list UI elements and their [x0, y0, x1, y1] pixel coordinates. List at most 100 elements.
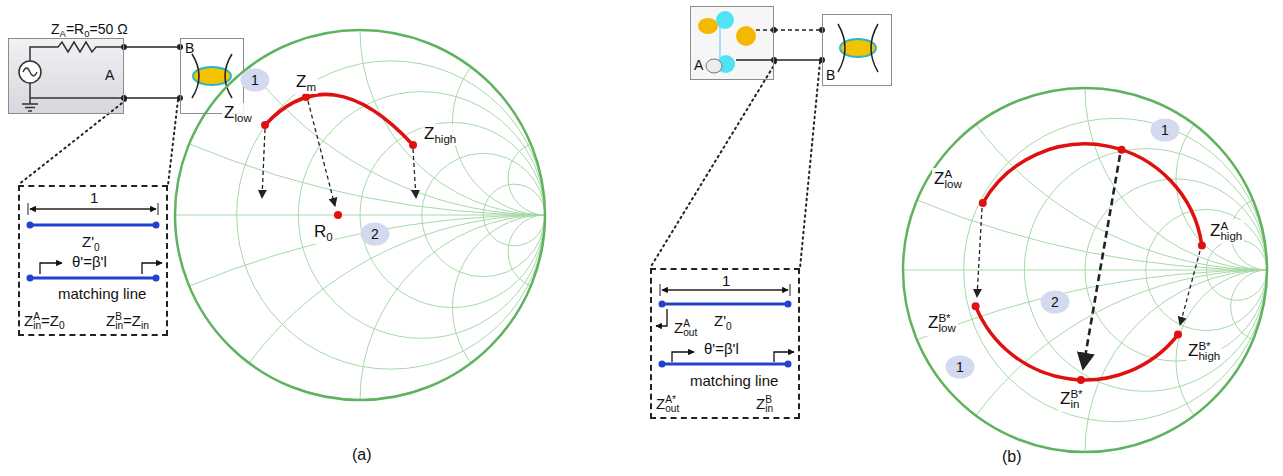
text-run: A	[60, 28, 66, 39]
text-run: Z	[934, 169, 944, 188]
source-circuit	[8, 38, 124, 114]
text-run: in	[141, 320, 149, 331]
text-run: B*	[938, 312, 950, 324]
source-illustration	[690, 6, 774, 80]
load-illustration	[822, 14, 892, 86]
text-run: out	[683, 327, 697, 338]
line-sketch-a	[27, 222, 34, 229]
terminal-dot	[771, 27, 777, 33]
load-illustration	[192, 54, 232, 98]
node-text: ZA*out	[656, 394, 679, 415]
wire	[771, 57, 825, 63]
smith-chart	[1176, 88, 1283, 270]
line-sketch-b	[785, 361, 792, 368]
source-box: ZA=R0=50 ΩA	[8, 38, 124, 114]
smith-chart	[357, 0, 1283, 270]
line-sketch-b	[662, 363, 788, 366]
text-run: Z	[928, 313, 938, 332]
impedance-locus-a	[413, 149, 416, 198]
text-run: Z	[674, 319, 683, 336]
line-sketch-a	[27, 203, 163, 282]
marker-ellipse	[1151, 119, 1180, 142]
impedance-locus-a	[262, 129, 265, 198]
smith-chart	[1085, 0, 1283, 270]
line-sketch-b	[774, 352, 794, 362]
wire	[121, 44, 183, 50]
line-sketch-a	[40, 263, 62, 274]
wire	[121, 95, 183, 101]
text-run: Z	[296, 72, 306, 91]
node-text: B	[185, 40, 194, 56]
impedance-label: ZB*low	[926, 312, 958, 336]
text-run: 0	[726, 321, 732, 332]
node-text: B	[826, 67, 835, 83]
source-circuit	[30, 42, 124, 61]
text-run: Z	[224, 103, 234, 122]
region-marker: 1	[1150, 118, 1180, 142]
node-text: 1	[722, 272, 730, 289]
text-run: =R	[66, 21, 84, 37]
callout-number: 1	[956, 359, 964, 375]
text-run: Z	[24, 312, 33, 329]
node-text: ZBin=Zin	[106, 311, 149, 332]
zoom-lines	[650, 62, 776, 268]
line-sketch-b	[662, 289, 788, 290]
impedance-label: ZB*high	[1186, 340, 1222, 364]
impedance-label: R0	[312, 222, 335, 244]
text-run: =Z	[41, 312, 59, 329]
text-run: =Z	[123, 312, 141, 329]
line-sketch-a	[153, 222, 160, 229]
source-box: A	[690, 6, 774, 80]
impedance-locus-b	[1198, 242, 1206, 250]
text-run: A	[944, 168, 952, 180]
marker-ellipse	[241, 69, 270, 92]
callout-number: 2	[1051, 294, 1059, 310]
impedance-label: Zlow	[222, 103, 254, 125]
text-run: in	[1070, 398, 1082, 410]
impedance-locus-b	[1118, 146, 1126, 154]
impedance-label: Zm	[294, 72, 318, 94]
smith-chart	[1176, 270, 1283, 452]
smith-chart	[903, 88, 1267, 452]
node-text: matching line	[58, 285, 146, 302]
line-sketch-a	[30, 224, 156, 227]
node-text: ZAin=Z0	[24, 311, 65, 332]
node-text: A	[694, 57, 703, 73]
smith-chart	[360, 0, 730, 215]
line-sketch-b	[656, 309, 667, 326]
node-text: Z'0	[714, 312, 732, 332]
text-run: =50 Ω	[90, 21, 128, 37]
text-run: high	[1198, 350, 1220, 362]
smith-chart	[175, 215, 915, 476]
terminal-dot	[771, 57, 777, 63]
line-sketch-b	[656, 284, 794, 368]
text-run: Z	[51, 21, 60, 37]
impedance-locus-b	[979, 199, 987, 207]
impedance-locus-b	[1077, 376, 1085, 384]
impedance-locus-b	[1180, 251, 1200, 325]
node-text: θ'=β'l	[72, 253, 107, 270]
text-run: 0	[94, 242, 100, 253]
wire	[124, 46, 180, 47]
impedance-label: Zhigh	[422, 124, 458, 146]
text-run: low	[234, 112, 251, 124]
smith-chart	[903, 270, 1267, 271]
text-run: in	[115, 320, 123, 331]
smith-chart	[175, 215, 545, 216]
line-sketch-a	[153, 275, 160, 282]
line-sketch-b	[659, 301, 666, 308]
text-run: B*	[1070, 388, 1082, 400]
text-run: Z	[1060, 389, 1070, 408]
text-run: low	[938, 322, 955, 334]
text-run: Z'	[714, 312, 726, 329]
impedance-locus-b	[983, 144, 1202, 246]
text-run: in	[765, 403, 773, 414]
text-run: Z	[1188, 341, 1198, 360]
smith-chart	[0, 0, 1283, 215]
impedance-locus-b	[1174, 331, 1182, 339]
text-run: 0	[84, 28, 89, 39]
zoom-lines	[18, 100, 178, 185]
